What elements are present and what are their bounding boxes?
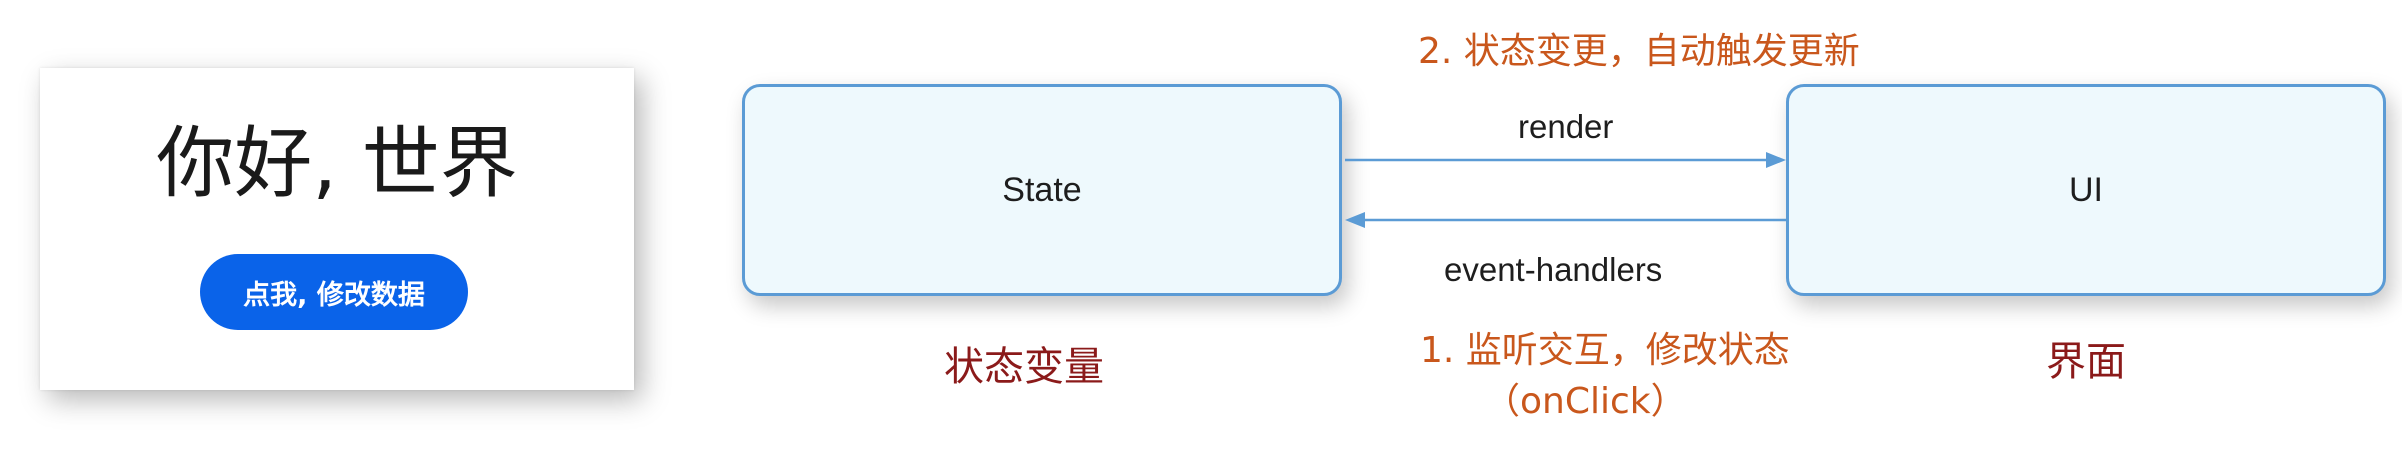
ui-box: UI	[1786, 84, 2386, 296]
preview-title: 你好, 世界	[156, 119, 518, 209]
ui-box-label: UI	[2069, 170, 2103, 209]
render-arrow	[1345, 152, 1786, 168]
event-handlers-arrow	[1345, 212, 1786, 228]
update-trigger-note: 2. 状态变更，自动触发更新	[1418, 31, 1860, 72]
listen-interaction-note: 1. 监听交互，修改状态	[1420, 330, 1790, 371]
preview-card: 你好, 世界 点我, 修改数据	[40, 68, 634, 390]
modify-data-button[interactable]: 点我, 修改数据	[200, 254, 468, 330]
render-label: render	[1518, 108, 1614, 145]
state-box-label: State	[1002, 170, 1082, 209]
onclick-note: （onClick）	[1484, 381, 1687, 422]
state-box: State	[742, 84, 1342, 296]
event-handlers-label: event-handlers	[1444, 251, 1663, 288]
interface-caption: 界面	[2046, 339, 2126, 385]
state-variable-caption: 状态变量	[944, 344, 1104, 390]
